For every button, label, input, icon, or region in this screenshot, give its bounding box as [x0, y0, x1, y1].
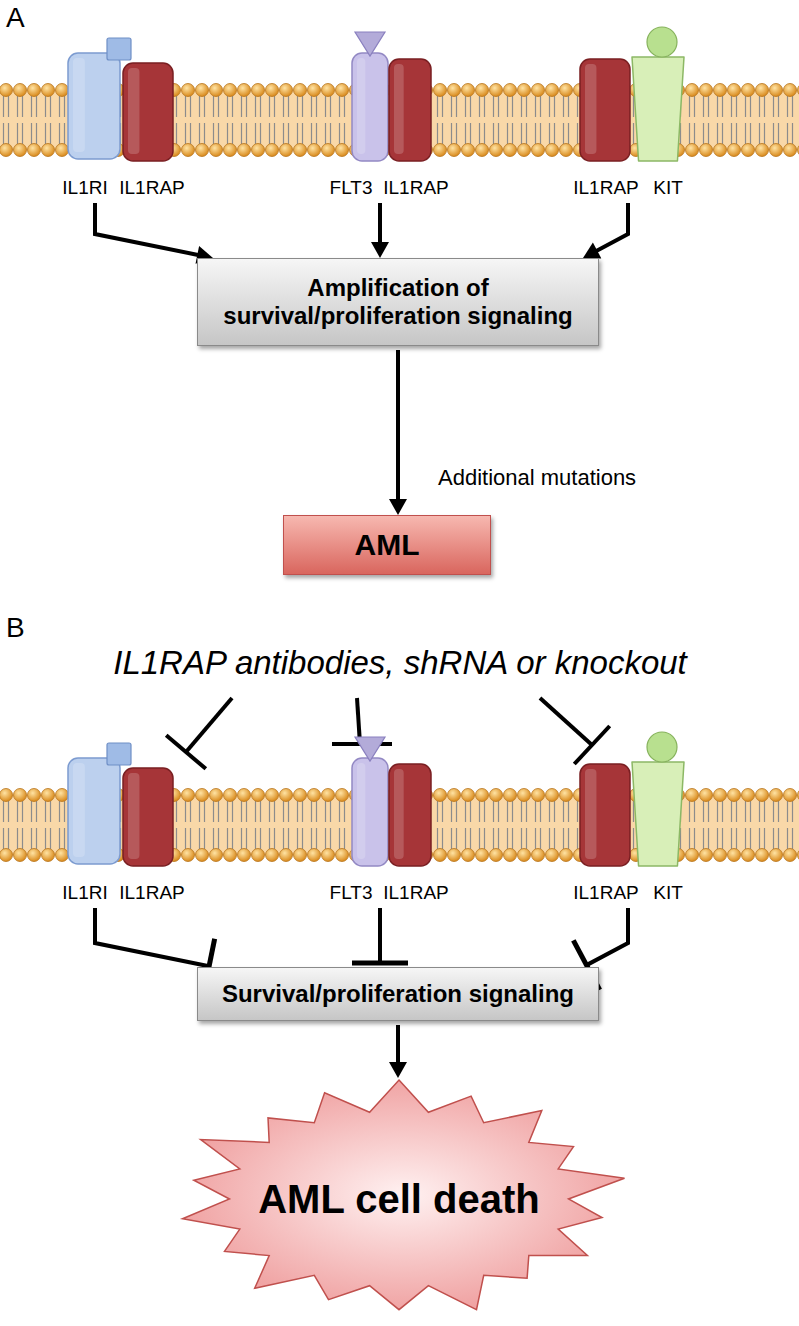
annotation-text: IL1RAP antibodies, shRNA or knockout	[113, 644, 687, 682]
receptor-protein: IL1RAP	[573, 58, 638, 199]
protein-shape	[67, 757, 121, 865]
signal-box: AML	[283, 515, 491, 575]
receptor-protein: IL1RAP	[119, 62, 184, 199]
arrowhead	[583, 243, 601, 259]
arrowhead	[371, 242, 389, 258]
protein-shape	[388, 58, 432, 162]
protein-label: FLT3	[330, 177, 373, 199]
box-text: AML	[355, 528, 420, 563]
protein-shape	[388, 763, 432, 867]
protein-shape	[351, 52, 389, 162]
connector-line	[595, 203, 628, 251]
protein-label: IL1RAP	[573, 882, 638, 904]
protein-shape	[631, 56, 685, 162]
protein-label: IL1RI	[62, 882, 107, 904]
arrow-connector	[389, 1025, 407, 1078]
arrow-connector	[583, 203, 628, 258]
connector-line	[95, 203, 199, 255]
protein-label: IL1RAP	[573, 177, 638, 199]
connector-line	[587, 908, 628, 965]
receptor-protein: IL1RAP	[573, 763, 638, 904]
connector-line	[95, 908, 209, 966]
receptor-protein: FLT3	[330, 52, 389, 199]
receptor-protein: IL1RI	[62, 757, 121, 904]
protein-shape	[631, 761, 685, 867]
panel-letter: B	[6, 612, 25, 644]
protein-label: FLT3	[330, 882, 373, 904]
arrowhead	[389, 1062, 407, 1078]
protein-shape	[122, 767, 174, 867]
receptor-protein: IL1RAP	[383, 58, 448, 199]
receptor-protein: IL1RAP	[119, 767, 184, 904]
receptor-protein: IL1RAP	[383, 763, 448, 904]
protein-label: IL1RAP	[383, 177, 448, 199]
receptor-protein: IL1RI	[62, 52, 121, 199]
arrow-connector	[389, 350, 407, 515]
protein-label: IL1RAP	[119, 882, 184, 904]
box-text: Survival/proliferation signaling	[222, 980, 574, 1008]
panel-letter: A	[6, 2, 25, 34]
protein-shape	[351, 757, 389, 867]
arrowhead	[389, 499, 407, 515]
protein-shape	[122, 62, 174, 162]
arrow-connector	[371, 203, 389, 258]
protein-label: KIT	[653, 882, 683, 904]
connector-line	[396, 350, 400, 501]
receptor-protein: KIT	[631, 56, 685, 199]
signal-box: Survival/proliferation signaling	[197, 967, 599, 1021]
annotation-text: Additional mutations	[438, 465, 636, 490]
receptor-protein: FLT3	[330, 757, 389, 904]
protein-label: IL1RAP	[119, 177, 184, 199]
protein-label: IL1RAP	[383, 882, 448, 904]
inhibition-bar	[352, 961, 408, 966]
arrow-connector	[95, 203, 213, 264]
connector-line	[396, 1025, 400, 1064]
protein-label: KIT	[653, 177, 683, 199]
protein-shape	[67, 52, 121, 160]
protein-label: IL1RI	[62, 177, 107, 199]
protein-shape	[579, 58, 631, 162]
connector-line	[378, 203, 382, 244]
signal-box: Amplification of survival/proliferation …	[197, 258, 599, 346]
receptor-protein: KIT	[631, 761, 685, 904]
box-text: Amplification of survival/proliferation …	[210, 274, 586, 329]
protein-shape	[579, 763, 631, 867]
connector-line	[378, 908, 382, 963]
box-text: AML cell death	[258, 1176, 540, 1222]
inhibition-connector	[352, 908, 408, 963]
inhibitor-lines	[166, 698, 610, 769]
outcome-starburst: AML cell death	[168, 1078, 630, 1320]
